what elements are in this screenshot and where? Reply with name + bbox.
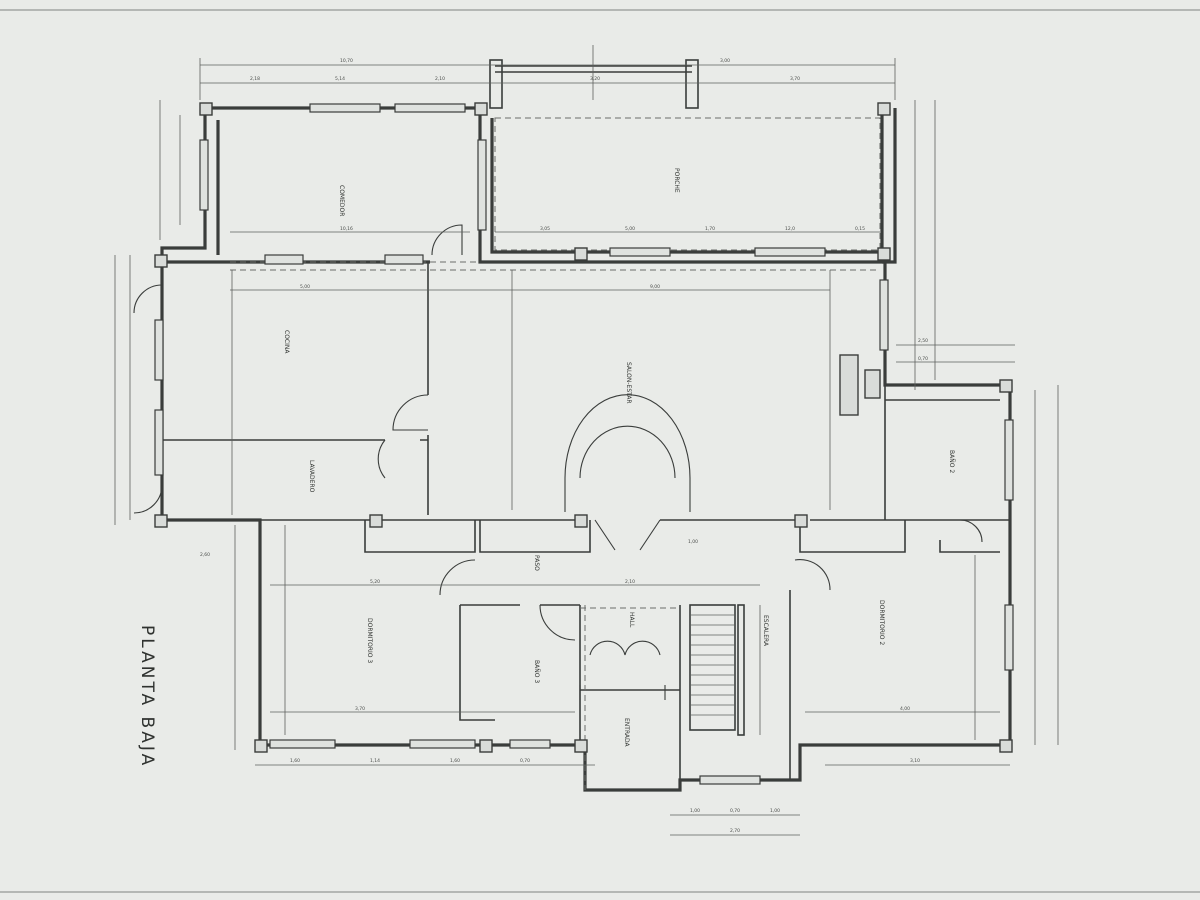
svg-text:3,05: 3,05	[540, 226, 550, 232]
svg-text:5,00: 5,00	[300, 284, 310, 290]
svg-text:1,60: 1,60	[290, 758, 300, 764]
svg-text:0,70: 0,70	[730, 808, 740, 814]
room-label-lavadero: LAVADERO	[308, 460, 315, 493]
svg-text:0,70: 0,70	[520, 758, 530, 764]
svg-text:2,60: 2,60	[200, 552, 210, 558]
svg-text:4,00: 4,00	[900, 706, 910, 712]
svg-text:0,70: 0,70	[918, 356, 928, 362]
sheet-title: PLANTA BAJA	[137, 625, 157, 768]
room-label-dormitorio3: DORMITORIO 3	[366, 618, 373, 663]
windows	[154, 103, 1014, 785]
svg-text:1,00: 1,00	[688, 539, 698, 545]
svg-text:3,20: 3,20	[590, 76, 600, 82]
svg-text:1,70: 1,70	[705, 226, 715, 232]
porch-railing	[489, 45, 699, 109]
svg-text:5,20: 5,20	[370, 579, 380, 585]
room-label-bano2: BAÑO 2	[948, 450, 955, 473]
doors	[133, 224, 983, 700]
svg-text:2,70: 2,70	[730, 828, 740, 834]
room-label-comedor: COMEDOR	[338, 185, 345, 216]
room-label-salon-estar: SALON-ESTAR	[625, 362, 632, 404]
room-label-escalera: ESCALERA	[762, 615, 769, 647]
svg-text:3,70: 3,70	[355, 706, 365, 712]
svg-text:2,10: 2,10	[435, 76, 445, 82]
svg-text:1,00: 1,00	[770, 808, 780, 814]
svg-text:1,14: 1,14	[370, 758, 380, 764]
svg-text:10,70: 10,70	[340, 58, 353, 64]
room-label-hall: HALL	[628, 612, 635, 628]
exterior-walls	[160, 106, 1012, 792]
dimension-lines	[114, 58, 1059, 836]
svg-text:3,70: 3,70	[790, 76, 800, 82]
room-label-porche: PORCHE	[673, 168, 680, 193]
svg-text:2,10: 2,10	[625, 579, 635, 585]
room-label-entrada: ENTRADA	[623, 718, 630, 747]
dimension-labels: 10,70 3,00 2,18 5,14 2,10 3,20 3,70 5,00…	[200, 58, 928, 834]
columns	[154, 102, 1013, 753]
staircase	[689, 604, 761, 736]
svg-text:3,00: 3,00	[720, 58, 730, 64]
dashed-lines	[230, 117, 881, 790]
room-label-bano3: BAÑO 3	[533, 660, 540, 683]
svg-text:1,00: 1,00	[690, 808, 700, 814]
svg-text:9,00: 9,00	[650, 284, 660, 290]
svg-text:5,00: 5,00	[625, 226, 635, 232]
svg-text:3,10: 3,10	[910, 758, 920, 764]
svg-text:10,16: 10,16	[340, 226, 353, 232]
room-label-paso: PASO	[533, 555, 540, 571]
svg-text:2,18: 2,18	[250, 76, 260, 82]
svg-text:5,14: 5,14	[335, 76, 345, 82]
svg-text:12,0: 12,0	[785, 226, 795, 232]
svg-text:2,50: 2,50	[918, 338, 928, 344]
room-label-dormitorio2: DORMITORIO 2	[878, 600, 885, 645]
svg-text:0,15: 0,15	[855, 226, 865, 232]
room-label-cocina: COCINA	[283, 330, 290, 354]
interior-walls	[162, 262, 1010, 780]
svg-text:1,60: 1,60	[450, 758, 460, 764]
